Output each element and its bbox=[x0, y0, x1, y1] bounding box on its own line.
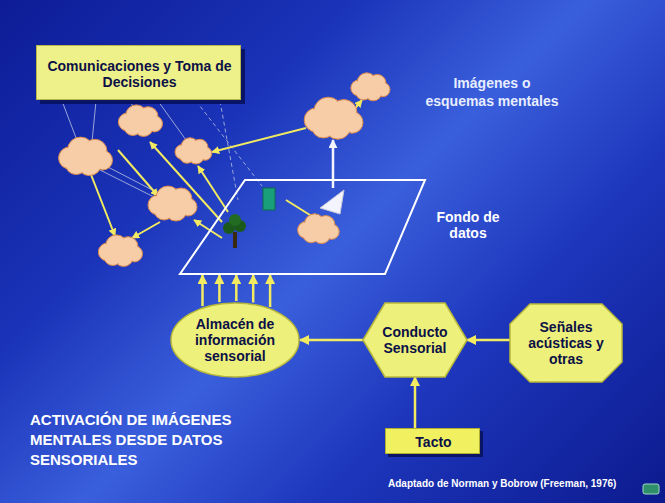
sensory-channel-hexagon: Conducto Sensorial bbox=[363, 303, 467, 377]
node-label: Señales acústicas y otras bbox=[518, 319, 614, 367]
touch-box: Tacto bbox=[385, 428, 480, 454]
tree-icon bbox=[223, 214, 246, 248]
mental-images bbox=[59, 73, 390, 267]
title: ACTIVACIÓN DE IMÁGENES MENTALES DESDE DA… bbox=[30, 410, 270, 470]
sensory-store-ellipse: Almacén de información sensorial bbox=[170, 302, 300, 378]
arrow-line bbox=[235, 275, 238, 301]
cloud bbox=[59, 137, 113, 175]
group-label: Imágenes o esquemas mentales bbox=[418, 74, 566, 110]
cloud bbox=[304, 97, 363, 139]
cloud bbox=[175, 138, 212, 164]
arrow-line bbox=[300, 339, 363, 342]
green-block bbox=[263, 188, 275, 210]
cloud bbox=[351, 73, 390, 101]
link-lines bbox=[62, 101, 262, 200]
arrow-line bbox=[218, 275, 221, 302]
arrow-line bbox=[467, 339, 510, 342]
data-field-plane-outline bbox=[180, 178, 480, 276]
connector bbox=[415, 377, 416, 428]
arrow-line bbox=[201, 275, 204, 306]
node-label: Comunicaciones y Toma de Decisiones bbox=[45, 58, 235, 90]
node-label: Conducto Sensorial bbox=[375, 324, 455, 356]
connector bbox=[203, 275, 271, 307]
node-label: Almacén de información sensorial bbox=[187, 316, 283, 364]
cloud bbox=[148, 186, 197, 221]
decision-box: Comunicaciones y Toma de Decisiones bbox=[36, 45, 241, 100]
cloud bbox=[298, 214, 340, 244]
data-field-plane: Fondo de datos bbox=[180, 178, 480, 276]
nav-icon bbox=[643, 484, 659, 494]
activation-arrows bbox=[90, 100, 362, 238]
triangle-icon bbox=[320, 190, 344, 214]
connector bbox=[300, 340, 363, 341]
caption: Adaptado de Norman y Bobrow (Freeman, 19… bbox=[388, 478, 616, 490]
cloud bbox=[98, 235, 142, 267]
signals-octagon: Señales acústicas y otras bbox=[510, 304, 622, 382]
node-label: Tacto bbox=[391, 434, 476, 450]
connector bbox=[467, 340, 510, 341]
arrow-line bbox=[252, 275, 255, 303]
node-label: Fondo de datos bbox=[432, 209, 504, 241]
arrow-line bbox=[414, 377, 417, 428]
arrow-line bbox=[269, 275, 272, 307]
cloud bbox=[118, 105, 162, 137]
